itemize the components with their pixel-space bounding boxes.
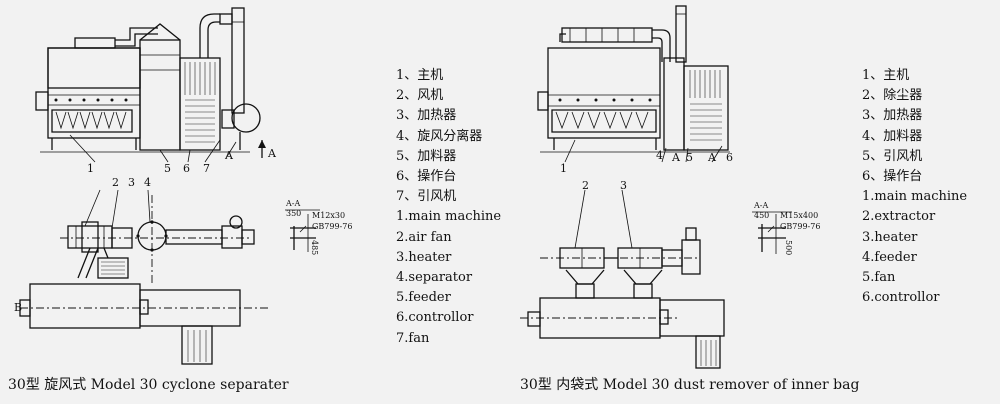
right-section-bolt: M15x400: [780, 211, 819, 220]
right-caption: 30型 内袋式 Model 30 dust remover of inner b…: [520, 377, 860, 393]
right-legend: 1、主机 2、除尘器 3、加热器 4、加料器 5、引风机 6、操作台 1.mai…: [862, 66, 967, 308]
right-section-aa: [752, 211, 792, 254]
right-callout-3: 3: [620, 179, 627, 192]
left-cyclone-tower: [139, 39, 181, 151]
left-caption: 30型 旋风式 Model 30 cyclone separater: [8, 377, 289, 393]
right-legend-item: 2、除尘器: [862, 88, 923, 104]
left-plan-air-fan: [67, 225, 113, 249]
right-legend-item: 5、引风机: [862, 148, 923, 164]
left-chimney: [231, 7, 245, 114]
left-callout-a1: A: [225, 149, 233, 162]
left-callout-7: 7: [203, 162, 210, 175]
right-callout-a1: A: [672, 151, 680, 164]
right-plan-stairs: [695, 335, 721, 369]
left-legend-item: 7、引风机: [396, 189, 457, 205]
left-section-dim: 350: [286, 209, 302, 218]
right-section-std: GB799-76: [780, 222, 821, 231]
right-legend-item: 3.heater: [862, 229, 918, 245]
left-callout-2: 2: [112, 176, 119, 189]
left-fan: [231, 103, 261, 133]
left-callout-a2: A: [268, 147, 276, 160]
left-section-aa: [285, 209, 320, 252]
left-legend-item: 1、主机: [396, 68, 444, 83]
right-legend-item: 3、加热器: [862, 108, 923, 124]
right-elevation-view: [537, 5, 730, 163]
right-legend-item: 6、操作台: [862, 169, 923, 185]
left-legend-item: 4.separator: [396, 270, 473, 286]
left-legend-item: 6.controllor: [396, 310, 474, 326]
left-plan-mark-b: B: [14, 301, 23, 314]
left-legend-item: 5.feeder: [396, 290, 451, 306]
left-legend: 1、主机 2、风机 3、加热器 4、旋风分离器 5、加料器 6、操作台 7、引风…: [396, 66, 501, 349]
right-legend-item: 1、主机: [862, 68, 910, 83]
left-section-title: A-A: [286, 199, 301, 208]
left-legend-item: 3、加热器: [396, 108, 457, 124]
right-callout-2: 2: [582, 179, 589, 192]
right-section-title: A-A: [754, 201, 769, 210]
left-legend-item: 1.main machine: [396, 209, 502, 225]
right-legend-item: 4、加料器: [862, 128, 923, 144]
right-plan-fan: [681, 239, 701, 275]
left-legend-item: 3.heater: [396, 249, 452, 265]
left-plan-main-machine: [29, 283, 141, 329]
right-legend-item: 2.extractor: [862, 209, 936, 225]
left-plan-heater: [111, 227, 133, 249]
left-callout-1: 1: [87, 162, 94, 175]
right-section-dim: 450: [754, 211, 770, 220]
right-callout-5: 5: [686, 151, 693, 164]
left-plan-stairs: [181, 325, 213, 365]
left-legend-item: 5、加料器: [396, 148, 457, 164]
right-legend-item: 4.feeder: [862, 249, 917, 265]
left-legend-item: 4、旋风分离器: [396, 128, 483, 144]
left-plan-view: [19, 189, 270, 365]
right-platform: [683, 65, 729, 151]
right-plan-view: [520, 189, 725, 369]
left-plan-feeder: [97, 257, 129, 279]
left-legend-item: 7.fan: [396, 330, 430, 346]
left-legend-item: 6、操作台: [396, 169, 457, 185]
left-elevation-view: [35, 7, 266, 163]
right-section-vdim: 500: [784, 240, 793, 256]
right-chimney: [675, 5, 687, 63]
left-callout-6: 6: [183, 162, 190, 175]
left-section-bolt: M12x30: [312, 211, 346, 220]
left-section-std: GB799-76: [312, 222, 353, 231]
right-callout-a2: A: [708, 151, 716, 164]
right-legend-item: 6.controllor: [862, 290, 940, 306]
right-callout-1: 1: [560, 162, 567, 175]
right-callout-6: 6: [726, 151, 733, 164]
left-section-vdim: 485: [310, 240, 319, 256]
right-column: [663, 57, 685, 151]
right-legend-item: 5.fan: [862, 270, 896, 286]
left-callout-3: 3: [128, 176, 135, 189]
left-legend-item: 2、风机: [396, 88, 444, 104]
left-callout-5: 5: [164, 162, 171, 175]
left-legend-item: 2.air fan: [396, 229, 452, 245]
right-callout-4: 4: [656, 149, 663, 162]
right-legend-item: 1.main machine: [862, 189, 968, 205]
left-callout-4: 4: [144, 176, 151, 189]
